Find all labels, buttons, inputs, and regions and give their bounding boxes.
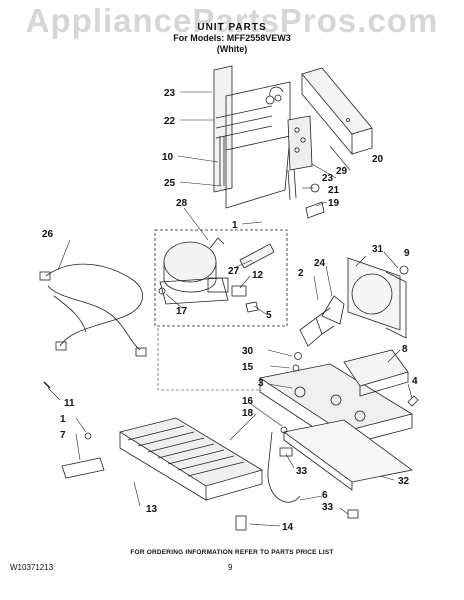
callout-20: 20 (372, 154, 384, 165)
compressor-part (159, 237, 229, 305)
callout-2: 2 (298, 268, 304, 279)
watermark: AppliancePartsPros.com (25, 2, 439, 39)
terminal-block-part (61, 457, 105, 479)
callout-32: 32 (398, 476, 410, 487)
callout-22: 22 (164, 116, 176, 127)
callout-4: 4 (412, 376, 418, 387)
evaporator-part (118, 417, 263, 501)
callout-6: 6 (322, 490, 328, 501)
callout-19: 19 (328, 198, 340, 209)
callout-15: 15 (242, 362, 254, 373)
callout-10: 10 (162, 152, 174, 163)
screw-part-4 (407, 395, 419, 407)
callout-11: 11 (64, 398, 75, 409)
callout-23b: 23 (322, 173, 334, 184)
callout-33b: 33 (322, 502, 334, 513)
callout-9: 9 (404, 248, 410, 259)
relay-part (231, 285, 247, 297)
callout-33a: 33 (296, 466, 308, 477)
callout-1a: 1 (232, 220, 238, 231)
condenser-fan-part (299, 257, 409, 347)
drain-pan-part (283, 419, 413, 491)
callout-16: 16 (242, 396, 254, 407)
clip-part-16 (280, 426, 288, 434)
callout-3: 3 (258, 378, 264, 389)
callout-13: 13 (146, 504, 158, 515)
callout-23a: 23 (164, 88, 176, 99)
callout-8: 8 (402, 344, 408, 355)
screw-part-11 (43, 381, 51, 389)
callout-25: 25 (164, 178, 176, 189)
bracket-small-part (245, 301, 259, 313)
callout-24: 24 (314, 258, 326, 269)
callout-21: 21 (328, 185, 340, 196)
callout-5: 5 (266, 310, 272, 321)
support-bracket-part (343, 349, 409, 397)
callout-labels: 23 22 10 25 28 1 26 27 12 17 5 20 29 23 … (42, 88, 418, 533)
callout-14: 14 (282, 522, 294, 533)
model-text: For Models: MFF2558VEW3 (173, 33, 291, 43)
title-text: UNIT PARTS (197, 22, 267, 33)
base-pan-part (258, 363, 414, 447)
mounting-bracket-part (287, 115, 313, 171)
document-number: W10371213 (10, 563, 54, 572)
callout-27: 27 (228, 266, 240, 277)
diagram-title: UNIT PARTS For Models: MFF2558VEW3 (Whit… (0, 22, 464, 55)
callout-7: 7 (60, 430, 66, 441)
page-number: 9 (228, 563, 233, 572)
callout-30: 30 (242, 346, 254, 357)
callout-17: 17 (176, 306, 188, 317)
leader-lines (47, 91, 413, 527)
screw-part-1b (84, 432, 92, 440)
filter-drier-part (239, 243, 275, 269)
callout-29: 29 (336, 166, 348, 177)
callout-1b: 1 (60, 414, 66, 425)
wire-harness-part (39, 263, 147, 357)
callout-18: 18 (242, 408, 254, 419)
callout-28: 28 (176, 198, 188, 209)
callout-31: 31 (372, 244, 384, 255)
cover-panel-part (301, 67, 373, 156)
ordering-note: FOR ORDERING INFORMATION REFER TO PARTS … (130, 549, 334, 556)
compressor-group-box (154, 229, 288, 327)
grommet-small-part (158, 287, 166, 295)
tubing-path (157, 328, 262, 391)
variant-text: (White) (216, 44, 248, 54)
clip-part-33 (279, 447, 293, 457)
callout-26: 26 (42, 229, 54, 240)
fitting-part-14 (235, 515, 247, 531)
drain-tube-part (267, 431, 301, 503)
screw-part-30 (294, 352, 302, 360)
clip-part (305, 201, 325, 219)
clip-part-33b (347, 509, 359, 519)
screw-part-15 (292, 364, 300, 372)
callout-12: 12 (252, 270, 264, 281)
condenser-coil-part (213, 65, 297, 209)
